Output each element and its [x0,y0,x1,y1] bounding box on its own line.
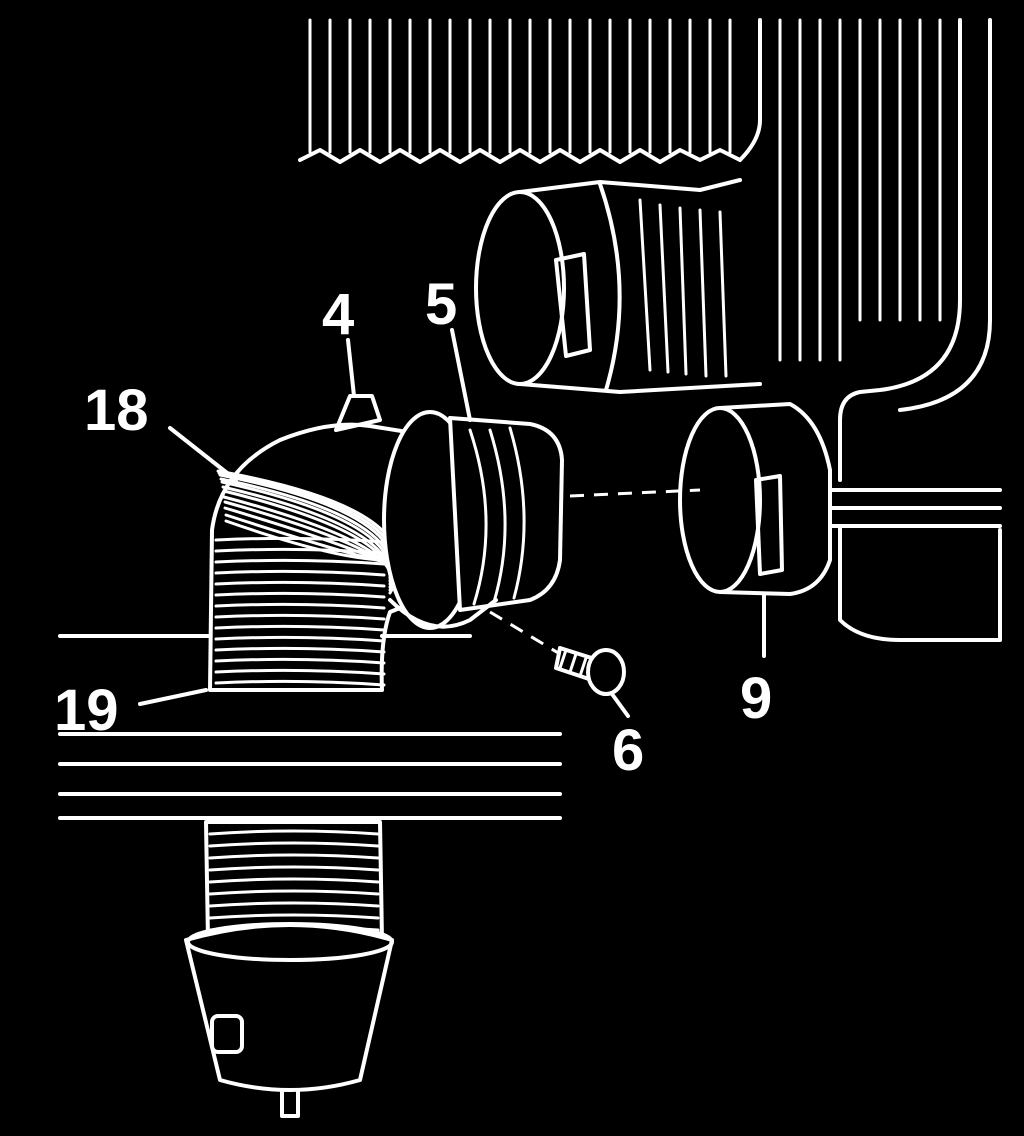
leader-4 [346,338,356,398]
hose-rib [214,569,386,577]
lower-cap-stem [280,1090,300,1118]
lower-hose-rib [208,877,380,884]
callout-6: 6 [612,718,644,783]
lower-hose-rib [208,829,380,836]
bolt-head [586,648,626,696]
lower-hose-rib [208,853,380,860]
lower-hose-rib [208,913,380,920]
lower-hose-assembly [184,820,394,1118]
upper-pipe-clip [554,252,592,358]
hose-rib [214,613,386,621]
hose-rib [214,558,386,566]
lower-hose-rib [208,889,380,896]
radiator-inner-edge [738,18,762,162]
hose-rib [214,624,386,632]
fin-bottom-edge [298,148,742,164]
hose-rib [214,668,386,676]
radiator-fins [308,18,942,362]
leader-19 [138,688,208,706]
assembly-line-bolt [489,610,571,662]
lower-cap-nipple [210,1014,244,1054]
callout-19: 19 [54,678,119,743]
hose-clamp [334,394,498,629]
outlet-pipe-clip [754,474,784,576]
radiator-upper-pipe [474,178,762,394]
hose-rib [214,635,386,643]
outlet-bracket-box [838,524,1002,642]
callout-18: 18 [84,378,149,443]
leader-lines [138,328,766,718]
upper-pipe-opening [474,190,566,386]
hose-coupling [382,410,564,630]
lower-cap-rim [186,922,394,962]
callout-4: 4 [322,282,354,347]
lower-hose-rib [208,841,380,848]
hose-rib [214,580,386,588]
bolt-thread [558,648,588,678]
hose-rib [214,646,386,654]
lower-hose-rib [208,865,380,872]
radiator-outer-housing [838,18,962,482]
outlet-bracket-rails [828,488,1002,528]
upper-pipe-top [518,178,742,194]
body-panel-lines [58,634,562,820]
hose-rib [214,679,386,687]
lower-cap [184,923,394,1092]
assembly-line-hose-to-outlet [569,488,701,498]
radiator-outer-edge [898,18,992,412]
upper-pipe-ring [598,182,622,392]
outlet-pipe-body [718,402,832,596]
lower-hose-rib [208,901,380,908]
radiator-outlet-pipe [678,402,1002,642]
coupling-ridges [468,426,526,606]
clamp-tab [334,394,382,432]
upper-pipe-corrugation [638,198,728,378]
leader-6 [610,692,630,718]
hose-rib [214,602,386,610]
hose-rib [214,657,386,665]
outlet-pipe-opening [678,406,762,594]
callout-5: 5 [425,272,457,337]
leader-5 [450,328,472,422]
bolt [554,646,626,696]
leader-18 [168,426,238,482]
hose-rib [214,591,386,599]
upper-pipe-bottom [518,382,762,394]
callout-9: 9 [740,666,772,731]
clamp-band-bottom [388,598,498,629]
